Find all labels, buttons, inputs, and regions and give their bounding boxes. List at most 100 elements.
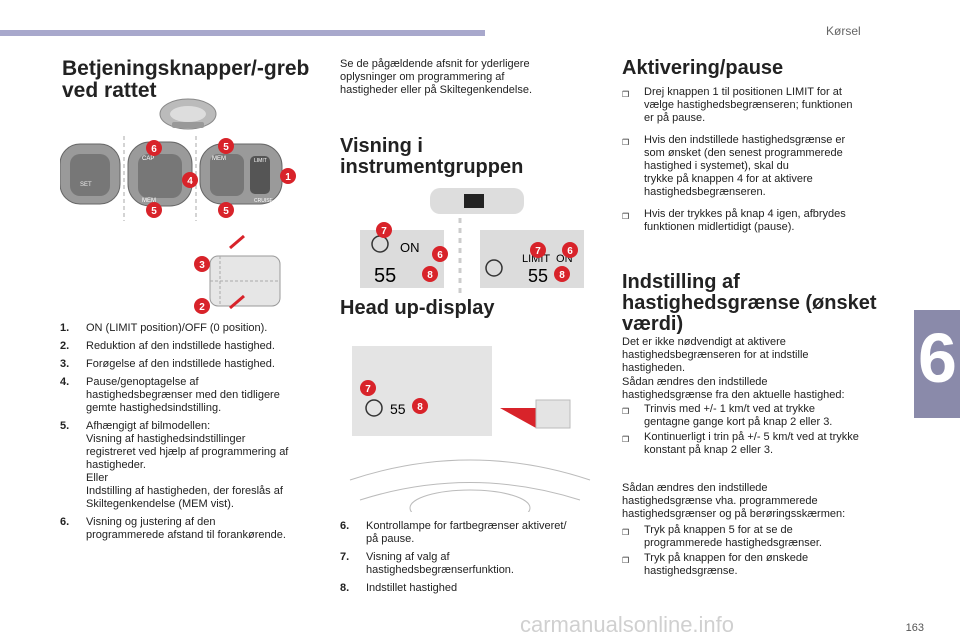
checkbox-bullet-icon: ❒	[622, 407, 630, 416]
chapter-tab: 6	[914, 310, 960, 418]
cluster-right-panel: LIMIT ON 55	[480, 230, 584, 288]
header-accent-bar	[0, 30, 485, 36]
title-instrument-display: Visning i instrumentgruppen	[340, 136, 523, 178]
item-text: Forøgelse af den indstillede hastighed.	[86, 358, 275, 370]
speedometer-icon	[365, 399, 383, 417]
speedometer-icon	[485, 259, 503, 277]
cruise-label: CRUISE	[254, 198, 274, 204]
bullet-item: ❒Hvis den indstillede hastighedsgrænse e…	[622, 134, 892, 199]
lever-right: MEM LIMIT CRUISE	[199, 143, 283, 205]
bullet-item: ❒ Drej knappen 1 til positionen LIMIT for…	[622, 86, 892, 125]
bullet-item: ❒ Trinvis med +/- 1 km/t ved at trykke ge…	[622, 403, 892, 429]
checkbox-bullet-icon: ❒	[622, 138, 630, 147]
item-text: Kontrollampe for fartbegrænser aktiveret…	[366, 520, 567, 545]
controls-legend-list: 1. ON (LIMIT position)/OFF (0 position). 2…	[60, 322, 320, 547]
badge-6: 6	[146, 140, 162, 156]
title-text: Indstilling af hastighedsgrænse (ønsket …	[622, 271, 877, 335]
mem-label-1: MEM	[142, 198, 156, 204]
list-item: 4. Pause/genoptagelse af hastighedsbegræn…	[60, 376, 320, 415]
lever-left: SET	[60, 143, 121, 205]
intro-note: Se de pågældende afsnit for yderligere o…	[340, 58, 533, 96]
cap-label: CAP	[142, 156, 154, 162]
badge-text: 5	[223, 142, 229, 153]
cluster-left-panel: ON 55	[360, 230, 444, 288]
badge-5-left: 5	[146, 202, 162, 218]
checkbox-bullet-icon: ❒	[622, 212, 630, 221]
item-number: 4.	[60, 376, 70, 388]
title-head-up-display: Head up-display	[340, 297, 495, 319]
list-item: 6.Visning og justering af den programmer…	[60, 516, 320, 542]
dashboard-outline	[349, 459, 591, 512]
badge-text: 5	[151, 206, 157, 217]
hud-speed-value: 55	[390, 401, 406, 417]
lever-detail	[209, 234, 281, 310]
badge-text: 7	[381, 226, 387, 237]
checkbox-bullet-icon: ❒	[622, 556, 630, 565]
display-legend-list: 6. Kontrollampe for fartbegrænser aktiver…	[340, 520, 600, 600]
section-label: Kørsel	[826, 24, 861, 38]
badge-7-r: 7	[530, 242, 546, 258]
badge-text: 8	[559, 270, 565, 281]
list-item: 8.Indstillet hastighed	[340, 582, 600, 595]
title-activation-pause: Aktivering/pause	[622, 57, 784, 79]
badge-4: 4	[182, 172, 198, 188]
list-item: 5. Afhængigt af bilmodellen: Visning af h…	[60, 420, 320, 511]
bullet-text: Trinvis med +/- 1 km/t ved at trykke gen…	[644, 403, 833, 428]
item-number: 3.	[60, 358, 70, 370]
badge-1: 1	[280, 168, 296, 184]
item-text: Afhængigt af bilmodellen: Visning af has…	[86, 420, 289, 510]
item-number: 5.	[60, 420, 70, 432]
badge-8-l: 8	[422, 266, 438, 282]
bullet-text: Tryk på knappen for den ønskede hastighe…	[644, 552, 809, 577]
setting-touchscreen: Sådan ændres den indstillede hastighedsg…	[622, 482, 846, 520]
badge-8-r: 8	[554, 266, 570, 282]
item-number: 6.	[340, 520, 350, 532]
speed-value: 55	[528, 266, 548, 286]
item-text: Pause/genoptagelse af hastighedsbegrænse…	[86, 376, 280, 414]
list-item: 7.Visning af valg af hastighedsbegrænser…	[340, 551, 600, 577]
item-number: 1.	[60, 322, 70, 334]
badge-text: 8	[427, 270, 433, 281]
list-item: 6. Kontrollampe for fartbegrænser aktiver…	[340, 520, 600, 546]
badge-7-hud: 7	[360, 380, 376, 396]
activation-bullets: ❒ Drej knappen 1 til positionen LIMIT for…	[622, 86, 892, 243]
bullet-text: Tryk på knappen 5 for at se de programme…	[644, 524, 822, 549]
title-text: Betjeningsknapper/-greb ved rattet	[62, 57, 310, 103]
item-text: Reduktion af den indstillede hastighed.	[86, 340, 275, 352]
badge-5-right: 5	[218, 202, 234, 218]
badge-text: 6	[437, 250, 443, 261]
bullet-item: ❒Kontinuerligt i trin på +/- 5 km/t ved …	[622, 431, 892, 457]
title-steering-controls: Betjeningsknapper/-greb ved rattet	[62, 57, 310, 103]
list-item: 3. Forøgelse af den indstillede hastighed…	[60, 358, 320, 371]
badge-text: 4	[187, 176, 193, 187]
item-text: Visning og justering af den programmered…	[86, 516, 286, 541]
bullet-item: ❒ Tryk på knappen for den ønskede hastigh…	[622, 552, 892, 578]
speed-value: 55	[374, 265, 396, 287]
mem-label-2: MEM	[212, 156, 226, 162]
setting-bullets: ❒ Trinvis med +/- 1 km/t ved at trykke ge…	[622, 403, 892, 459]
badge-text: 1	[285, 172, 291, 183]
badge-text: 3	[199, 260, 205, 271]
badge-text: 2	[199, 302, 205, 313]
page-number: 163	[905, 622, 924, 634]
badge-5-top: 5	[218, 138, 234, 154]
badge-text: 7	[535, 246, 541, 257]
setting-intro: Det er ikke nødvendigt at aktivere hasti…	[622, 336, 809, 374]
list-item: 1. ON (LIMIT position)/OFF (0 position).	[60, 322, 320, 335]
item-number: 7.	[340, 551, 350, 563]
item-number: 8.	[340, 582, 350, 594]
badge-3: 3	[194, 256, 210, 272]
badge-text: 6	[151, 144, 157, 155]
setting-current-speed: Sådan ændres den indstillede hastighedsg…	[622, 376, 845, 401]
item-number: 2.	[60, 340, 70, 352]
head-up-display-illustration: 55 7 8	[349, 346, 591, 512]
badge-text: 6	[567, 246, 573, 257]
list-item: 2. Reduktion af den indstillede hastighed…	[60, 340, 320, 353]
steering-wheel-icon	[159, 98, 217, 130]
bullet-text: Drej knappen 1 til positionen LIMIT for …	[644, 86, 853, 124]
bullet-item: ❒ Hvis der trykkes på knap 4 igen, afbryd…	[622, 208, 892, 234]
item-text: ON (LIMIT position)/OFF (0 position).	[86, 322, 268, 334]
checkbox-bullet-icon: ❒	[622, 90, 630, 99]
bullet-text: Kontinuerligt i trin på +/- 5 km/t ved a…	[644, 431, 859, 456]
bullet-text: Hvis der trykkes på knap 4 igen, afbryde…	[644, 208, 846, 233]
